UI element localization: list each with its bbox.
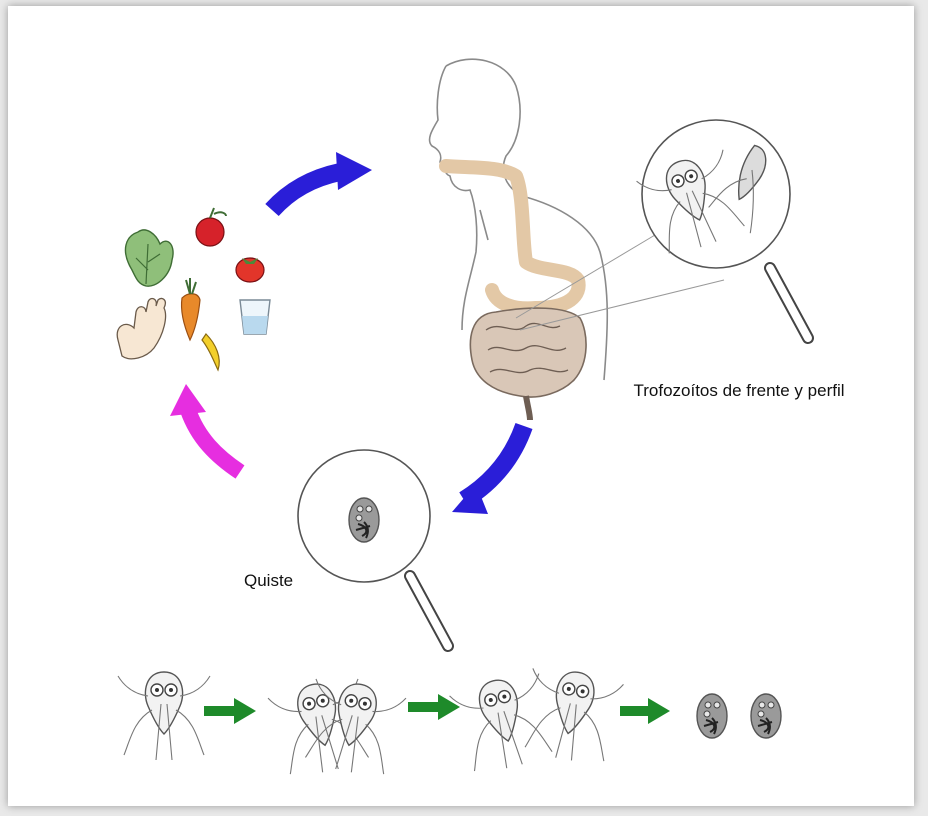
digestive-tract xyxy=(446,166,586,420)
magnifier-lens-trophozoites xyxy=(635,120,808,338)
arrow-to-cyst xyxy=(452,426,524,514)
dividing-trophozoite-icon xyxy=(267,675,407,780)
carrot-icon xyxy=(181,278,200,340)
green-arrow-1 xyxy=(204,698,256,724)
magnifier-lens-cyst xyxy=(298,450,448,646)
contamination-sources xyxy=(117,208,270,370)
cyst-icon-2 xyxy=(751,694,781,738)
arrow-to-human xyxy=(272,152,372,210)
water-glass-icon xyxy=(240,300,270,334)
banana-icon xyxy=(202,334,219,370)
hand-icon xyxy=(117,298,165,358)
green-arrow-3 xyxy=(620,698,670,724)
encystation-sequence xyxy=(118,664,781,780)
lettuce-icon xyxy=(125,230,173,286)
separating-trophozoites-icon xyxy=(449,664,625,777)
label-cyst: Quiste xyxy=(244,568,293,594)
arrow-to-sources xyxy=(170,384,240,472)
label-trophozoites: Trofozoítos de frente y perfil xyxy=(624,378,854,404)
trophozoite-icon xyxy=(118,672,210,760)
apple-icon xyxy=(196,208,226,246)
zoom-line-upper xyxy=(516,232,660,318)
cyst-icon-1 xyxy=(697,694,727,738)
tomato-icon xyxy=(236,258,264,282)
cyst-icon xyxy=(349,498,379,542)
